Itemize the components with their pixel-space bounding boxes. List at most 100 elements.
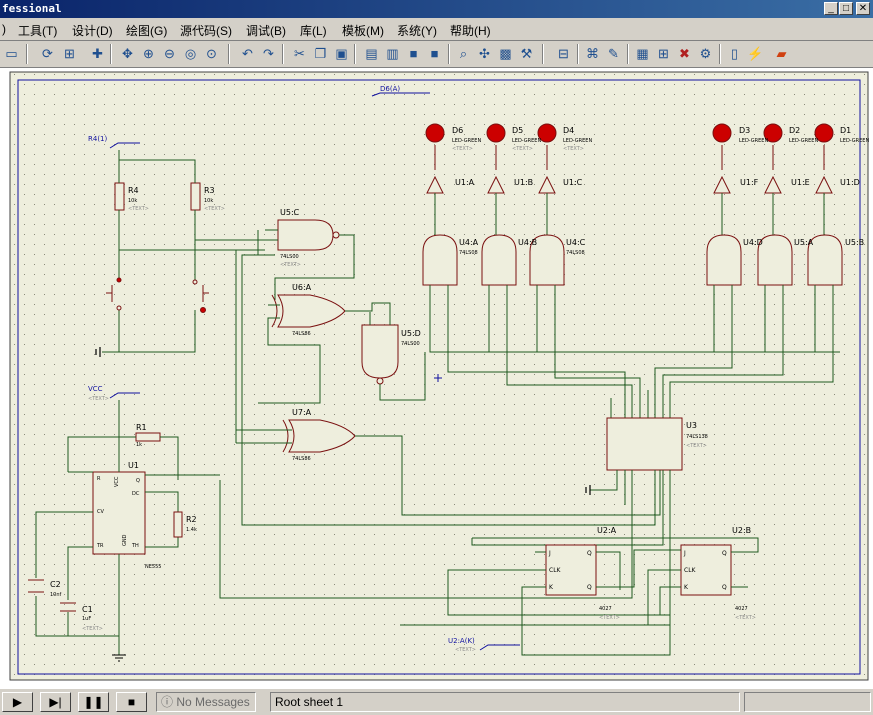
menu-item-template[interactable]: 模板(M) — [342, 24, 384, 38]
toolbar-separator — [542, 44, 544, 64]
pin-label: VCC — [114, 476, 120, 487]
new-sheet-icon[interactable]: ▦ — [636, 46, 649, 61]
play-icon[interactable]: ▶ — [2, 692, 33, 712]
minimize-button[interactable]: _ — [824, 2, 838, 15]
wire-autoroute-icon[interactable]: ⊟ — [558, 46, 569, 61]
paste-icon[interactable]: ▣ — [335, 46, 348, 61]
led-value: LED-GREEN — [739, 138, 768, 144]
and-gate-u4a[interactable] — [422, 234, 458, 286]
zoom-area-icon[interactable]: ⊙ — [206, 46, 217, 61]
decoder-u3[interactable] — [606, 417, 683, 471]
resistor-r1[interactable] — [135, 432, 161, 442]
capacitor-c1[interactable] — [60, 602, 76, 612]
messages-field[interactable]: ⓘ No Messages — [156, 692, 256, 712]
block-move-icon[interactable]: ▥ — [386, 46, 399, 61]
netlist-icon[interactable]: ⚙ — [699, 46, 712, 61]
new-icon[interactable]: ▭ — [5, 46, 18, 61]
cut-icon[interactable]: ✂ — [294, 46, 305, 61]
led-d5[interactable] — [486, 123, 506, 143]
and-gate-u4b[interactable] — [481, 234, 517, 286]
net-label-d6[interactable]: D6(A) — [380, 85, 400, 93]
remove-sheet-icon[interactable]: ⊞ — [658, 46, 669, 61]
block-delete-icon[interactable]: ■ — [430, 46, 439, 61]
net-label-vcc[interactable]: VCC — [88, 385, 103, 393]
led-d6[interactable] — [425, 123, 445, 143]
pin-label: CLK — [684, 567, 697, 574]
xor-gate-u6a[interactable] — [271, 294, 346, 328]
copy-icon[interactable]: ❐ — [314, 46, 327, 61]
pin-label: Q — [722, 550, 727, 557]
menu-item-help[interactable]: 帮助(H) — [450, 24, 491, 38]
undo-icon[interactable]: ↶ — [242, 46, 253, 61]
net-label-u2a-k[interactable]: U2:A(K) — [448, 637, 475, 645]
menu-item-file[interactable]: ) — [2, 22, 6, 36]
package-icon[interactable]: ▩ — [499, 46, 512, 61]
redo-icon[interactable]: ↷ — [263, 46, 274, 61]
zoom-in-icon[interactable]: ⊕ — [143, 46, 154, 61]
pause-icon[interactable]: ❚❚ — [78, 692, 109, 712]
zoom-child-icon[interactable]: ✖ — [679, 46, 690, 61]
led-d4[interactable] — [537, 123, 557, 143]
resistor-r3[interactable] — [190, 182, 201, 211]
text-placeholder: <TEXT> — [599, 615, 620, 621]
led-d3[interactable] — [712, 123, 732, 143]
led-d2[interactable] — [763, 123, 783, 143]
and-gate-u5a[interactable] — [757, 234, 793, 286]
menu-bar: ) 工具(T) 设计(D) 绘图(G) 源代码(S) 调试(B) 库(L) 模板… — [0, 18, 873, 41]
grid-icon[interactable]: ⊞ — [64, 46, 75, 61]
pick-device-icon[interactable]: ⌕ — [459, 46, 468, 61]
capacitor-c2[interactable] — [28, 579, 44, 593]
block-rotate-icon[interactable]: ■ — [409, 46, 418, 61]
pushbutton-left[interactable] — [106, 277, 122, 311]
menu-item-debug[interactable]: 调试(B) — [246, 24, 286, 38]
resistor-r2[interactable] — [173, 511, 183, 538]
decompose-icon[interactable]: ⚒ — [520, 46, 533, 61]
led-value: LED-GREEN — [563, 138, 592, 144]
led-d1[interactable] — [814, 123, 834, 143]
flipflop-u2a[interactable] — [545, 544, 597, 596]
xor-gate-u7a[interactable] — [282, 419, 356, 453]
maximize-button[interactable]: □ — [839, 2, 853, 15]
nand-gate-u5d[interactable] — [361, 324, 399, 379]
make-device-icon[interactable]: ✣ — [479, 46, 490, 61]
pan-icon[interactable]: ✥ — [122, 46, 133, 61]
net-label-r4[interactable]: R4(1) — [88, 135, 108, 143]
decoder-value: 74LS138 — [686, 434, 708, 440]
menu-item-graph[interactable]: 绘图(G) — [126, 24, 168, 38]
electrical-check-icon[interactable]: ⚡ — [747, 46, 764, 61]
close-button[interactable]: ✕ — [856, 2, 870, 15]
zoom-all-icon[interactable]: ◎ — [184, 46, 197, 61]
pin-label: CV — [97, 509, 104, 515]
origin-icon[interactable]: ✚ — [92, 46, 103, 61]
and-gate-u5b[interactable] — [807, 234, 843, 286]
menu-item-design[interactable]: 设计(D) — [72, 24, 113, 38]
search-icon[interactable]: ⌘ — [586, 46, 599, 61]
pin-label: K — [684, 584, 689, 591]
schematic-canvas[interactable]: D6(A) R4(1) VCC U2:A(K) D6 D5 D4 D3 D2 D… — [0, 68, 873, 688]
step-icon[interactable]: ▶| — [40, 692, 71, 712]
ares-icon[interactable]: ▰ — [776, 46, 787, 61]
pin-label: J — [548, 550, 551, 557]
and-gate-u4d[interactable] — [706, 234, 742, 286]
stop-icon[interactable]: ■ — [116, 692, 147, 712]
and-gate-ref: U4:B — [518, 238, 537, 247]
menu-item-system[interactable]: 系统(Y) — [397, 24, 437, 38]
window-title: fessional — [2, 2, 62, 15]
pin-label: Q — [136, 478, 140, 484]
block-copy-icon[interactable]: ▤ — [365, 46, 378, 61]
resistor-ref: R2 — [186, 515, 197, 524]
pushbutton-right[interactable] — [192, 279, 209, 313]
bill-of-materials-icon[interactable]: ▯ — [730, 46, 739, 61]
resistor-r4[interactable] — [114, 182, 125, 211]
refresh-icon[interactable]: ⟳ — [42, 46, 53, 61]
property-tool-icon[interactable]: ✎ — [608, 46, 619, 61]
menu-item-tools[interactable]: 工具(T) — [18, 24, 58, 38]
nand-gate-u5c[interactable] — [277, 219, 334, 251]
and-gate-u4c[interactable] — [529, 234, 565, 286]
zoom-out-icon[interactable]: ⊖ — [164, 46, 175, 61]
menu-item-source[interactable]: 源代码(S) — [180, 24, 232, 38]
menu-item-library[interactable]: 库(L) — [300, 24, 327, 38]
pin-label: CLK — [549, 567, 562, 574]
led-value: LED-GREEN — [512, 138, 541, 144]
led-ref: D6 — [452, 126, 463, 135]
